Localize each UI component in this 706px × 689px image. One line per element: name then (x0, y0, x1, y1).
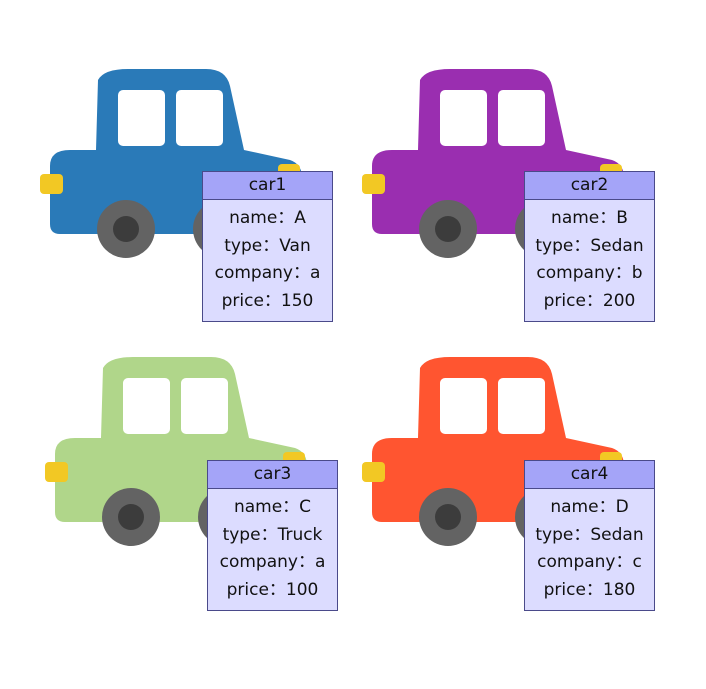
company-row: company：c (537, 552, 642, 572)
car-headlight (40, 174, 63, 194)
card-title: car3 (208, 461, 337, 489)
price-row: price：200 (543, 290, 636, 311)
name-row: name：A (229, 208, 306, 228)
car-window-right (498, 90, 545, 146)
car-window-left (118, 90, 165, 146)
name-row: name：B (551, 208, 628, 228)
type-row: type：Sedan (535, 524, 644, 545)
car-1-info-card: car1 name：A type：Van company：a price：150 (202, 171, 333, 322)
type-row: type：Sedan (535, 235, 644, 256)
card-title: car2 (525, 172, 654, 200)
price-row: price：150 (221, 290, 314, 311)
company-row: company：a (214, 263, 321, 283)
car-headlight (362, 462, 385, 482)
card-title: car4 (525, 461, 654, 489)
car-window-left (440, 378, 487, 434)
type-row: type：Van (224, 235, 311, 256)
car-window-right (498, 378, 545, 434)
price-row: price：180 (543, 579, 636, 600)
name-row: name：C (233, 497, 312, 517)
company-row: company：b (536, 263, 643, 283)
car-2-info-card: car2 name：B type：Sedan company：b price：2… (524, 171, 655, 322)
car-window-right (176, 90, 223, 146)
car-4-info-card: car4 name：D type：Sedan company：c price：1… (524, 460, 655, 611)
car-headlight (45, 462, 68, 482)
car-window-right (181, 378, 228, 434)
type-row: type：Truck (222, 524, 323, 545)
name-row: name：D (550, 497, 629, 517)
car-headlight (362, 174, 385, 194)
card-title: car1 (203, 172, 332, 200)
price-row: price：100 (226, 579, 319, 600)
car-3-info-card: car3 name：C type：Truck company：a price：1… (207, 460, 338, 611)
car-window-left (123, 378, 170, 434)
company-row: company：a (219, 552, 326, 572)
car-window-left (440, 90, 487, 146)
